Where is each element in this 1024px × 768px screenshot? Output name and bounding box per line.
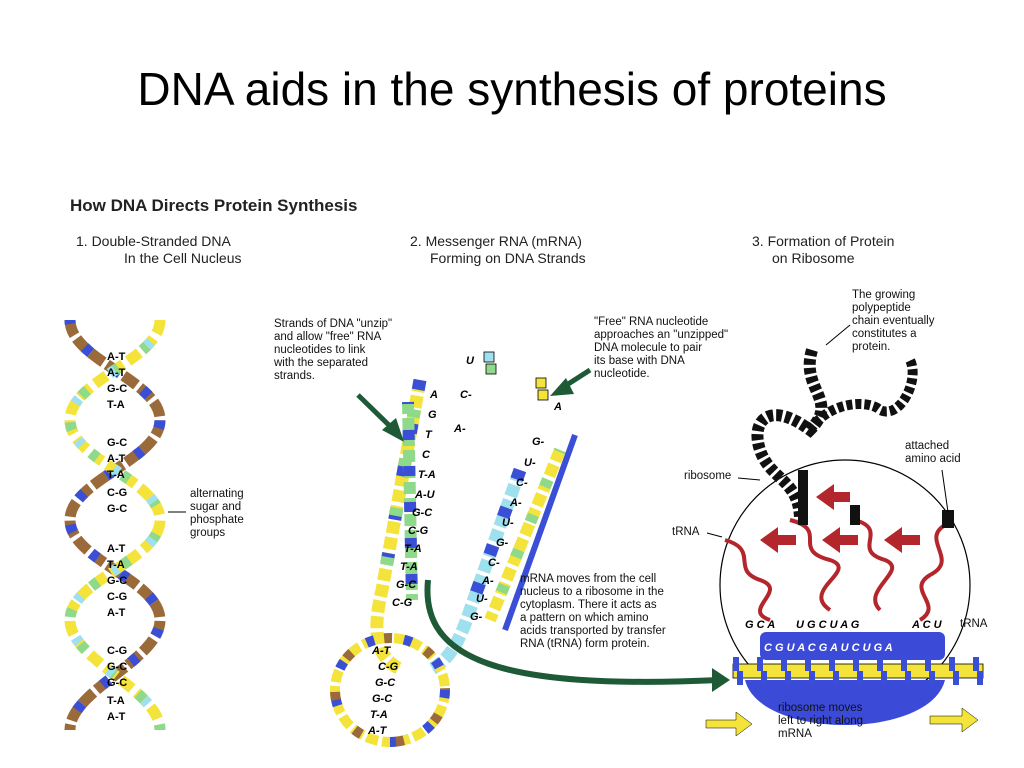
note-ribosome-moves: ribosome moves left to right along mRNA xyxy=(778,702,864,740)
base-label: T xyxy=(425,429,433,441)
unzipped-right-bases: C- A- G- U- C- A- U- G- C- A- U- G- xyxy=(453,389,545,623)
base-label: T-A xyxy=(400,561,418,573)
base-label: C- xyxy=(488,557,500,569)
free-nucleotide-label: A xyxy=(553,401,562,413)
polypeptide-chain xyxy=(751,348,918,521)
yellow-arrows xyxy=(705,707,979,737)
base-label: U- xyxy=(476,593,488,605)
base-pair: T-A xyxy=(107,559,125,571)
base-label: G xyxy=(428,409,437,421)
base-label: T-A xyxy=(418,469,436,481)
base-pair: G-C xyxy=(107,383,127,395)
base-pair: T-A xyxy=(107,399,125,411)
base-pair: A-T xyxy=(107,711,126,723)
base-pair: G-C xyxy=(107,575,127,587)
anticodon-left: G C A xyxy=(745,619,775,631)
base-pair: A-T xyxy=(371,645,392,657)
base-label: A-U xyxy=(414,489,436,501)
ribosome xyxy=(719,459,990,725)
green-arrows xyxy=(356,367,730,692)
base-pair: T-A xyxy=(107,469,125,481)
base-label: C- xyxy=(516,477,528,489)
panel-2-heading: 2. Messenger RNA (mRNA) Forming on DNA S… xyxy=(410,233,586,266)
base-pair: A-T xyxy=(107,367,126,379)
bottom-helix: A-T C-G G-C G-C T-A A-T xyxy=(330,633,450,747)
base-label: A xyxy=(429,389,438,401)
note-amino-acid: attached amino acid xyxy=(905,440,961,465)
base-pair: C-G xyxy=(107,645,127,657)
base-label: T-A xyxy=(404,543,422,555)
base-pair: A-T xyxy=(367,725,388,737)
panel-3-heading: 3. Formation of Protein on Ribosome xyxy=(752,233,895,266)
note-mrna-moves: mRNA moves from the cell nucleus to a ri… xyxy=(520,573,666,650)
base-pair: T-A xyxy=(370,709,388,721)
base-pair: C-G xyxy=(378,661,399,673)
base-label: C xyxy=(422,449,431,461)
figure-title: How DNA Directs Protein Synthesis xyxy=(70,196,358,215)
free-nucleotides: U A xyxy=(466,351,562,413)
note-polypeptide: The growing polypeptide chain eventually… xyxy=(852,289,935,353)
base-label: G-C xyxy=(412,507,433,519)
trna-molecules xyxy=(724,470,954,622)
base-pair: G-C xyxy=(107,437,127,449)
base-label: G- xyxy=(532,436,545,448)
base-label: G-C xyxy=(396,579,417,591)
label-trna-right: tRNA xyxy=(960,618,988,630)
base-label: C-G xyxy=(392,597,413,609)
base-label: C-G xyxy=(408,525,429,537)
note-alternating: alternating sugar and phosphate groups xyxy=(190,488,244,539)
base-pair: G-C xyxy=(107,503,127,515)
dna-double-helix xyxy=(64,319,166,731)
base-pair: A-T xyxy=(107,543,126,555)
base-label: A- xyxy=(453,423,466,435)
mrna-strand-label: C G U A C G A U C U G A xyxy=(764,642,893,654)
base-pair: T-A xyxy=(107,695,125,707)
base-pair: G-C xyxy=(107,661,127,673)
label-ribosome: ribosome xyxy=(684,470,732,482)
label-trna-left: tRNA xyxy=(672,526,700,538)
base-pair: G-C xyxy=(107,677,127,689)
free-nucleotide-label: U xyxy=(466,355,475,367)
base-label: G- xyxy=(470,611,483,623)
base-label: A- xyxy=(481,575,494,587)
base-pair: A-T xyxy=(107,453,126,465)
dna-base-pairs: A-T A-T G-C T-A G-C A-T T-A C-G G-C A-T … xyxy=(107,351,127,723)
base-pair: G-C xyxy=(372,693,393,705)
base-pair: A-T xyxy=(107,351,126,363)
base-pair: C-G xyxy=(107,487,127,499)
note-unzip: Strands of DNA "unzip" and allow "free" … xyxy=(274,318,393,382)
base-label: U- xyxy=(524,457,536,469)
base-pair: G-C xyxy=(375,677,396,689)
base-label: U- xyxy=(502,517,514,529)
red-arrows xyxy=(760,484,920,553)
unzipped-left-bases: A G T C T-A A-U G-C C-G T-A T-A G-C C-G xyxy=(392,389,438,609)
codons: U G C U A G xyxy=(796,619,860,631)
anticodon-right: A C U xyxy=(911,619,943,631)
base-label: G- xyxy=(496,537,509,549)
note-free-rna: "Free" RNA nucleotide approaches an "unz… xyxy=(594,316,729,380)
slide-title: DNA aids in the synthesis of proteins xyxy=(137,63,887,115)
base-label: C- xyxy=(460,389,472,401)
panel-1-heading: 1. Double-Stranded DNA In the Cell Nucle… xyxy=(76,233,242,266)
base-pair: A-T xyxy=(107,607,126,619)
base-pair: C-G xyxy=(107,591,127,603)
base-label: A- xyxy=(509,497,522,509)
